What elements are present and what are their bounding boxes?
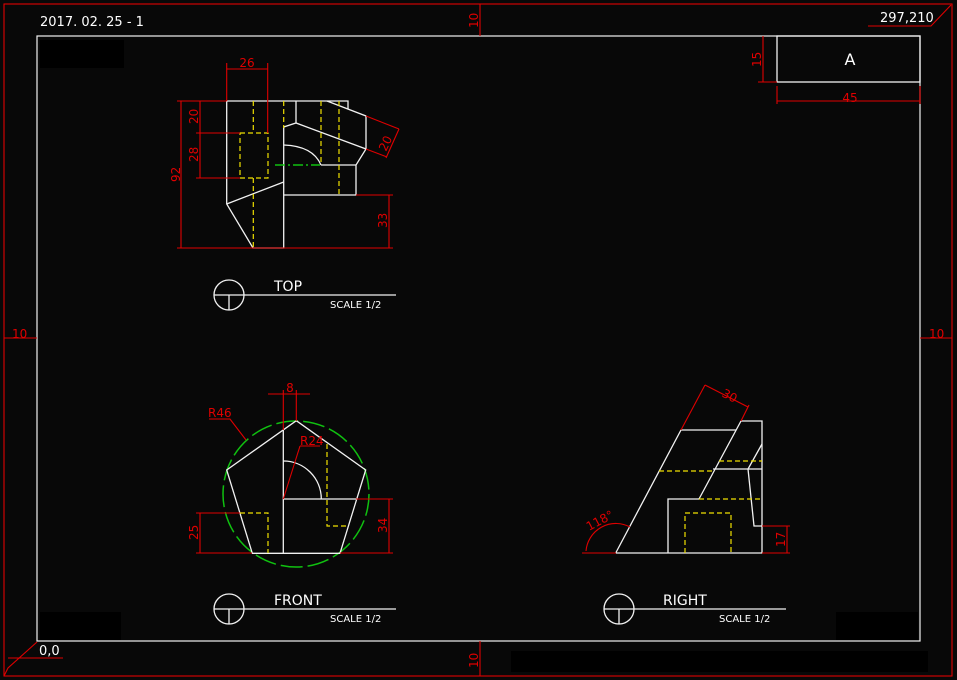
front-pitch-circle	[222, 420, 370, 568]
dim-front-right-height: 34	[376, 518, 390, 533]
margin-right-label: 10	[929, 327, 944, 341]
right-view-dimensions	[582, 384, 790, 554]
dim-top-overall: 92	[169, 167, 183, 182]
background-patches	[40, 40, 928, 672]
sheet-border	[3, 3, 953, 677]
dim-front-offset: 8	[286, 381, 294, 395]
front-view-dimensions	[196, 390, 393, 554]
dim-right-angle: 118°	[584, 508, 616, 534]
title-block-text: A	[845, 50, 856, 69]
right-view-hidden-lines	[659, 460, 762, 553]
margin-top-label: 10	[467, 13, 481, 28]
dim-top-middle: 28	[187, 147, 201, 162]
origin-label: 0,0	[39, 644, 60, 659]
date-label: 2017. 02. 25 - 1	[40, 15, 144, 30]
front-view[interactable]: 8 R46 R24 25 34 FRONT SCALE 1/2	[187, 381, 396, 625]
dim-top-lower-right: 33	[376, 213, 390, 228]
front-view-label: FRONT SCALE 1/2	[213, 593, 396, 625]
dim-top-chamfer: 20	[376, 134, 395, 154]
title-block[interactable]: A 15 45	[750, 35, 921, 105]
right-view-outline	[615, 420, 763, 554]
top-view-dimensions	[177, 63, 400, 249]
front-view-title: FRONT	[274, 593, 322, 609]
dim-right-step-height: 17	[774, 532, 788, 547]
right-view-title: RIGHT	[663, 593, 707, 609]
dim-front-inner-radius: R24	[300, 434, 324, 448]
dim-right-slant-width: 30	[720, 386, 740, 405]
top-view[interactable]: 26 92 20 28 33 20 TOP SCALE 1/2	[169, 56, 400, 311]
top-view-label: TOP SCALE 1/2	[213, 279, 396, 311]
right-view-scale: SCALE 1/2	[719, 614, 770, 625]
dim-top-upper: 20	[187, 109, 201, 124]
dim-top-width: 26	[239, 56, 254, 70]
dim-front-outer-radius: R46	[208, 406, 232, 420]
margin-bottom-label: 10	[467, 653, 481, 668]
front-view-outline	[225, 419, 367, 554]
right-view[interactable]: 30 118° 17 RIGHT SCALE 1/2	[582, 384, 790, 625]
title-width-dim: 45	[842, 91, 857, 105]
right-view-label: RIGHT SCALE 1/2	[603, 593, 786, 625]
dim-front-left-height: 25	[187, 525, 201, 540]
top-view-scale: SCALE 1/2	[330, 300, 381, 311]
front-view-scale: SCALE 1/2	[330, 614, 381, 625]
margin-left-label: 10	[12, 327, 27, 341]
top-view-title: TOP	[273, 279, 302, 295]
sheet-size-label: 297,210	[880, 11, 934, 26]
title-height-dim: 15	[750, 52, 764, 67]
front-view-hidden-lines	[240, 444, 348, 553]
top-view-hidden-lines	[239, 101, 340, 248]
top-view-outline	[226, 100, 367, 249]
